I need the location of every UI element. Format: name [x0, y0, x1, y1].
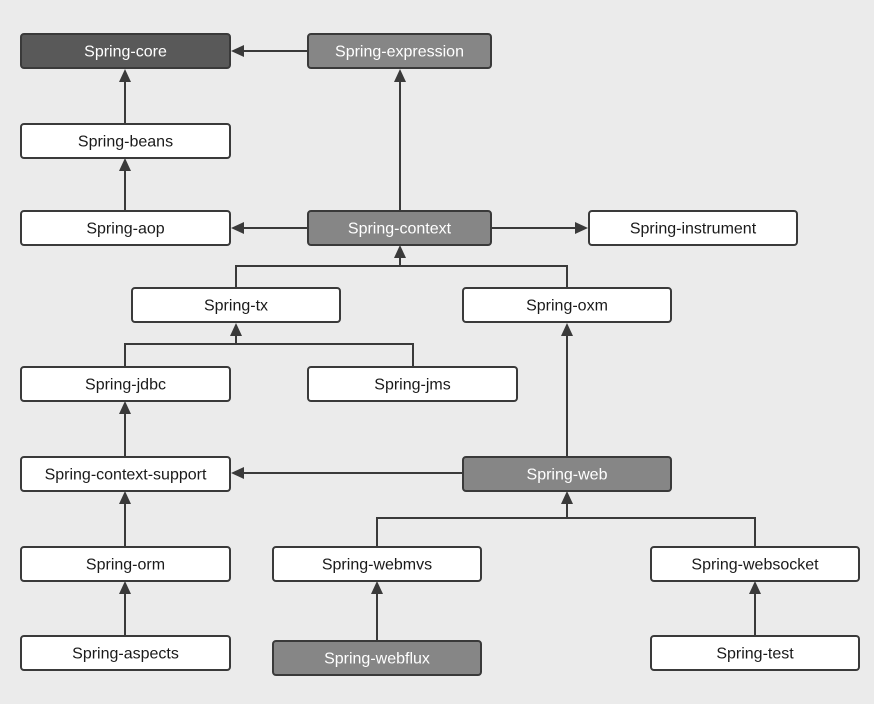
node-label: Spring-jms [374, 377, 450, 394]
node-label: Spring-websocket [691, 557, 819, 574]
arrowhead [561, 323, 573, 336]
node-label: Spring-context [348, 221, 452, 238]
arrowhead [230, 323, 242, 336]
arrowhead [749, 581, 761, 594]
node-spring-tx: Spring-tx [131, 287, 341, 323]
node-spring-beans: Spring-beans [20, 123, 231, 159]
node-spring-jdbc: Spring-jdbc [20, 366, 231, 402]
nodes: Spring-core Spring-expression Spring-bea… [20, 33, 860, 676]
node-spring-aop: Spring-aop [20, 210, 231, 246]
node-label: Spring-instrument [630, 221, 757, 238]
node-label: Spring-core [84, 44, 167, 61]
node-label: Spring-expression [335, 44, 464, 61]
node-spring-core: Spring-core [20, 33, 231, 69]
node-label: Spring-tx [204, 298, 268, 315]
edges [119, 45, 761, 641]
node-label: Spring-context-support [45, 467, 207, 484]
node-label: Spring-aop [86, 221, 164, 238]
node-label: Spring-oxm [526, 298, 608, 315]
node-label: Spring-beans [78, 134, 173, 151]
node-label: Spring-webmvs [322, 557, 432, 574]
arrowhead [119, 491, 131, 504]
arrowhead [119, 581, 131, 594]
node-spring-websocket: Spring-websocket [650, 546, 860, 582]
node-label: Spring-orm [86, 557, 165, 574]
arrowhead [575, 222, 588, 234]
node-spring-aspects: Spring-aspects [20, 635, 231, 671]
node-spring-expression: Spring-expression [307, 33, 492, 69]
node-label: Spring-webflux [324, 651, 430, 668]
node-spring-webmvs: Spring-webmvs [272, 546, 482, 582]
arrowhead [231, 467, 244, 479]
edge-jdbc-jms-to-tx [124, 336, 414, 367]
edge-tx-oxm-to-context [235, 258, 568, 288]
node-spring-context-support: Spring-context-support [20, 456, 231, 492]
arrowhead [119, 69, 131, 82]
node-label: Spring-jdbc [85, 377, 166, 394]
node-spring-webflux: Spring-webflux [272, 640, 482, 676]
node-spring-test: Spring-test [650, 635, 860, 671]
node-spring-web: Spring-web [462, 456, 672, 492]
edge-webmvs-websocket-to-web [376, 504, 756, 547]
arrowhead [119, 158, 131, 171]
arrowhead [371, 581, 383, 594]
arrowhead [119, 401, 131, 414]
node-spring-jms: Spring-jms [307, 366, 518, 402]
arrowhead [561, 491, 573, 504]
node-spring-orm: Spring-orm [20, 546, 231, 582]
arrowhead [394, 245, 406, 258]
node-label: Spring-test [716, 646, 794, 663]
node-spring-context: Spring-context [307, 210, 492, 246]
node-spring-oxm: Spring-oxm [462, 287, 672, 323]
node-spring-instrument: Spring-instrument [588, 210, 798, 246]
arrowhead [231, 222, 244, 234]
node-label: Spring-aspects [72, 646, 179, 663]
arrowhead [231, 45, 244, 57]
node-label: Spring-web [527, 467, 608, 484]
arrowhead [394, 69, 406, 82]
